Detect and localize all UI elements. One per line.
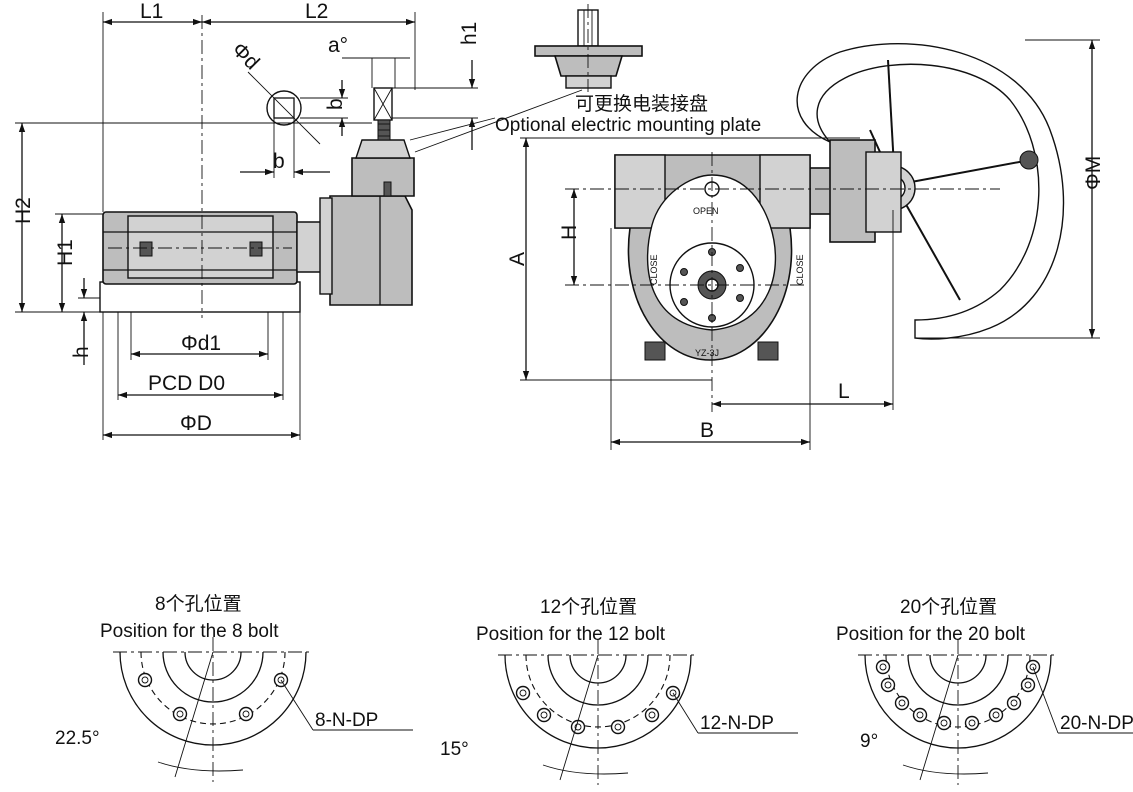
- handwheel-rim: [796, 42, 1065, 340]
- dim-h: h: [70, 346, 93, 358]
- dial-close-right: CLOSE: [795, 254, 805, 285]
- bolt-hole: [988, 707, 1004, 723]
- bolt-hole-inner: [648, 711, 656, 719]
- bolt-pattern-angle: 22.5°: [55, 728, 100, 749]
- dim-D: ΦD: [180, 412, 212, 435]
- bolt-pattern-title-en: Position for the 8 bolt: [100, 621, 279, 642]
- inner-bore: [547, 654, 649, 706]
- bolt-pattern-title-cn: 8个孔位置: [155, 593, 242, 615]
- dial-open-label: OPEN: [693, 206, 719, 216]
- dim-h1: h1: [458, 22, 481, 45]
- angle-line: [174, 651, 214, 778]
- bolt-hole: [515, 685, 531, 701]
- dim-L2: L2: [305, 0, 328, 23]
- dim-b-bottom: b: [273, 150, 285, 173]
- inner-bore: [162, 651, 264, 703]
- bolt-pattern-title-en: Position for the 12 bolt: [476, 624, 666, 645]
- bolt-pattern-2: 12个孔位置 Position for the 12 bolt 15° 12-N-DP: [440, 596, 798, 785]
- dim-L1: L1: [140, 0, 163, 23]
- bolt-hole-inner: [940, 719, 948, 727]
- bolt-hole: [644, 707, 660, 723]
- mounting-note-en: Optional electric mounting plate: [495, 115, 761, 136]
- bolt-hole: [964, 715, 980, 731]
- bolt-hole: [172, 706, 188, 722]
- front-view: A H B L ΦM OPEN CLOSE CLOSE YZ-3J: [506, 39, 1105, 450]
- bolt-hole: [936, 715, 952, 731]
- dim-a: a°: [328, 34, 348, 57]
- bolt-hole-inner: [242, 710, 250, 718]
- bolt-hole-inner: [540, 711, 548, 719]
- bolt-hole: [1006, 695, 1022, 711]
- dim-L: L: [838, 380, 850, 403]
- bolt-pattern-title-cn: 12个孔位置: [540, 596, 637, 618]
- electric-mounting-plate: 可更换电装接盘 Optional electric mounting plate: [409, 4, 761, 153]
- bolt-hole: [880, 677, 896, 693]
- bolt-pattern-title-en: Position for the 20 bolt: [836, 624, 1026, 645]
- bolt-pattern-angle: 15°: [440, 739, 469, 760]
- dim-H1: H1: [54, 239, 77, 266]
- bolt-hole-inner: [519, 689, 527, 697]
- dial-model-label: YZ-3J: [695, 348, 719, 358]
- side-bolt-right: [249, 241, 263, 257]
- angle-arc: [542, 764, 629, 775]
- angle-arc: [902, 764, 989, 775]
- bolt-hole-inner: [1029, 663, 1037, 671]
- bolt-pattern-callout: 12-N-DP: [700, 713, 774, 734]
- bolt-pattern-1: 8个孔位置 Position for the 8 bolt 22.5° 8-N-DP: [55, 593, 413, 782]
- dim-B: B: [700, 419, 714, 442]
- dim-A: A: [506, 252, 529, 266]
- bolt-hole: [1020, 677, 1036, 693]
- dim-H2: H2: [12, 197, 35, 224]
- bolt-hole-inner: [879, 663, 887, 671]
- callout-leader: [280, 679, 314, 731]
- bolt-pattern-title-cn: 20个孔位置: [900, 596, 997, 618]
- bolt-hole: [610, 719, 626, 735]
- base-flange: [99, 281, 301, 313]
- dim-H: H: [558, 225, 581, 240]
- handwheel-knob: [1019, 150, 1039, 170]
- mounting-note-cn: 可更换电装接盘: [575, 93, 708, 115]
- bolt-hole-inner: [176, 710, 184, 718]
- bolt-hole-inner: [141, 676, 149, 684]
- dial-close-left: CLOSE: [649, 254, 659, 285]
- dim-d: Φd: [227, 38, 263, 74]
- bolt-patterns: 8个孔位置 Position for the 8 bolt 22.5° 8-N-DP 1…: [55, 593, 1133, 785]
- bolt-hole-inner: [669, 689, 677, 697]
- inner-bore: [907, 654, 1009, 706]
- bolt-hole-inner: [1024, 681, 1032, 689]
- bolt-hole-inner: [992, 711, 1000, 719]
- bolt-hole-inner: [277, 676, 285, 684]
- bolt-pattern-callout: 8-N-DP: [315, 710, 378, 731]
- callout-leader: [1032, 666, 1059, 734]
- bolt-hole-inner: [574, 723, 582, 731]
- bolt-hole-inner: [1010, 699, 1018, 707]
- bolt-hole-inner: [898, 699, 906, 707]
- angle-arc: [157, 761, 244, 772]
- dim-d1: Φd1: [181, 332, 221, 355]
- bolt-hole-inner: [968, 719, 976, 727]
- dim-PCD: PCD D0: [148, 372, 225, 395]
- bolt-pattern-3: 20个孔位置 Position for the 20 bolt 9° 20-N-DP: [836, 596, 1133, 785]
- bolt-hole: [238, 706, 254, 722]
- bolt-hole-inner: [884, 681, 892, 689]
- dim-M: ΦM: [1082, 156, 1105, 190]
- dim-b-right: b: [324, 98, 347, 110]
- worm-housing: [329, 195, 413, 306]
- angle-line: [919, 654, 959, 781]
- bolt-pattern-angle: 9°: [860, 731, 878, 752]
- bolt-pattern-callout: 20-N-DP: [1060, 713, 1133, 734]
- angle-line: [559, 654, 599, 781]
- callout-leader: [672, 692, 699, 734]
- bolt-hole: [137, 672, 153, 688]
- bolt-hole-inner: [614, 723, 622, 731]
- bolt-hole: [875, 659, 891, 675]
- side-bolt-left: [139, 241, 153, 257]
- bolt-hole: [894, 695, 910, 711]
- bolt-hole-inner: [916, 711, 924, 719]
- side-view: L1 L2 Φd a° b b h1 H2 H1 h Φd1 PCD D0 ΦD: [12, 0, 481, 440]
- bolt-hole: [570, 719, 586, 735]
- bolt-hole: [536, 707, 552, 723]
- bolt-hole: [912, 707, 928, 723]
